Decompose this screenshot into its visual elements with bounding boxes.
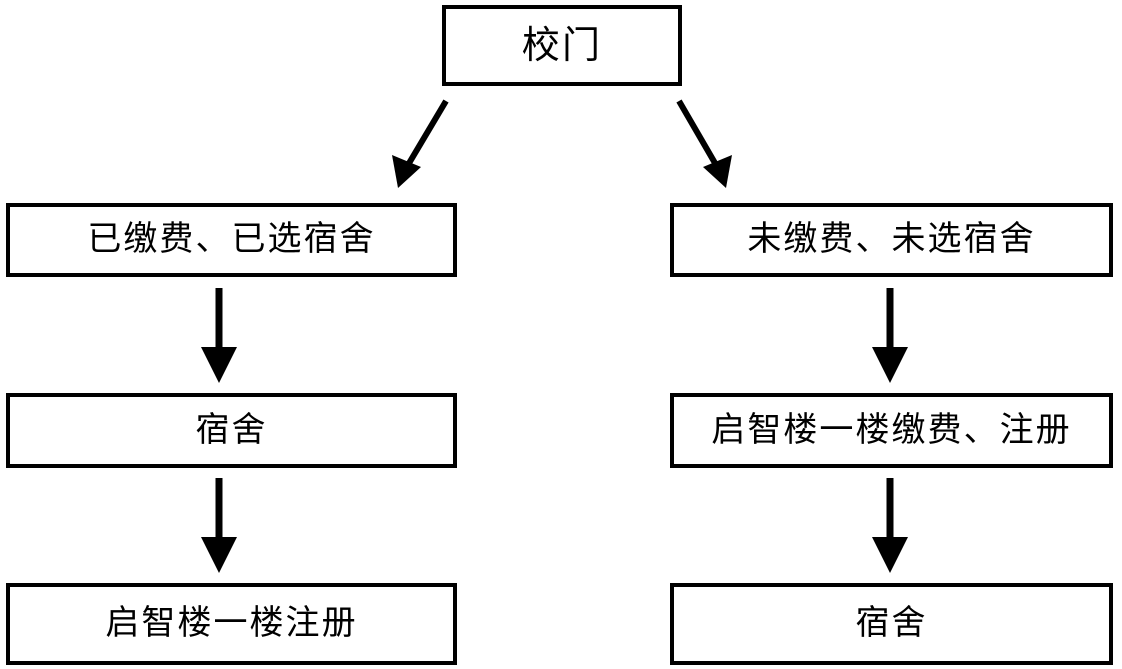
edge-unpaid-to-pay-register (872, 288, 908, 383)
node-unpaid-and-dorm-not-selected[interactable]: 未缴费、未选宿舍 (670, 203, 1113, 277)
node-school-gate-label: 校门 (521, 24, 603, 67)
node-dormitory-right-label: 宿舍 (855, 605, 928, 642)
node-dormitory-left-label: 宿舍 (195, 411, 268, 449)
node-paid-and-dorm-selected[interactable]: 已缴费、已选宿舍 (6, 203, 457, 277)
edge-pay-register-to-dorm-right (872, 478, 908, 573)
node-unpaid-and-dorm-not-selected-label: 未缴费、未选宿舍 (747, 221, 1036, 258)
node-dormitory-left[interactable]: 宿舍 (6, 393, 457, 468)
node-school-gate[interactable]: 校门 (442, 5, 682, 86)
node-qizhi-building-pay-and-register-label: 启智楼一楼缴费、注册 (711, 411, 1072, 449)
node-dormitory-right[interactable]: 宿舍 (670, 583, 1113, 665)
edge-root-to-unpaid (676, 99, 732, 188)
edge-paid-to-dorm-left (201, 288, 237, 383)
edge-root-to-paid (392, 99, 449, 188)
edge-dorm-left-to-register-left (201, 478, 237, 573)
node-qizhi-building-register-label: 启智楼一楼注册 (105, 605, 358, 642)
node-qizhi-building-pay-and-register[interactable]: 启智楼一楼缴费、注册 (670, 393, 1113, 468)
node-qizhi-building-register[interactable]: 启智楼一楼注册 (6, 583, 457, 665)
node-paid-and-dorm-selected-label: 已缴费、已选宿舍 (87, 221, 376, 258)
